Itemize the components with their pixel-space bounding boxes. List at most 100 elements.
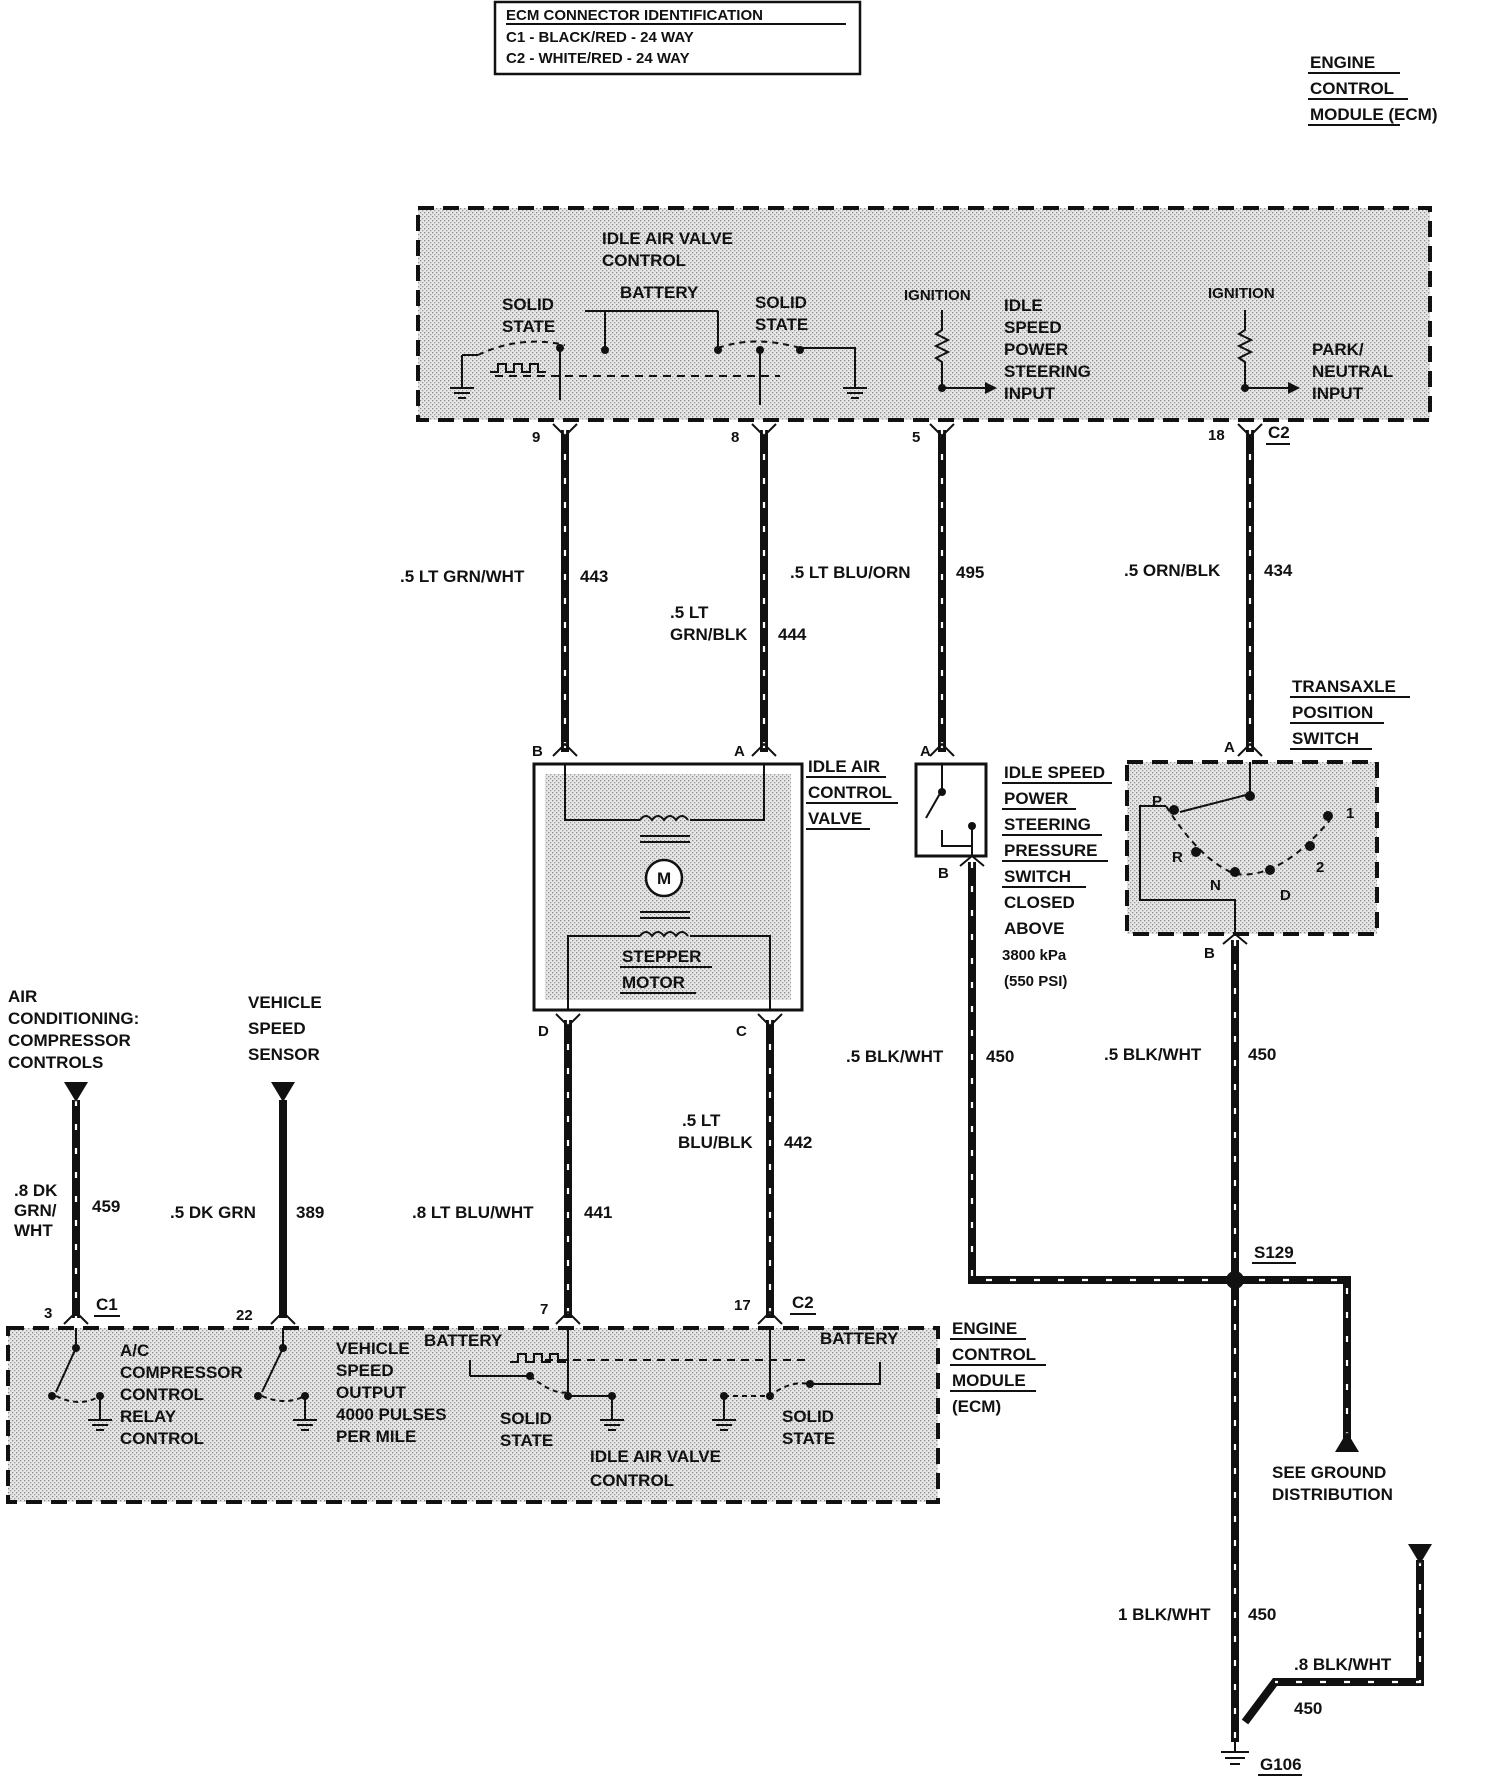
position-label: P	[1152, 793, 1162, 810]
pin-label: 5	[912, 429, 920, 446]
vss-out-label: VEHICLE	[336, 1339, 410, 1358]
pn-input-label-3: INPUT	[1312, 384, 1364, 403]
ecm-title-bottom: ENGINE CONTROL MODULE (ECM)	[950, 1319, 1046, 1416]
ecm-title-line: CONTROL	[952, 1345, 1036, 1364]
isps-input-label-4: STEERING	[1004, 362, 1091, 381]
connector-c2-label: C2	[1268, 423, 1290, 442]
ac-label: CONDITIONING:	[8, 1009, 139, 1028]
see-ground-label: DISTRIBUTION	[1272, 1485, 1393, 1504]
wire-circuit-label: 442	[784, 1133, 812, 1152]
transaxle-switch: TRANSAXLE POSITION SWITCH P R N D 2 1 A …	[1125, 677, 1410, 962]
ps-switch-title: STEERING	[1004, 815, 1091, 834]
ac-label: COMPRESSOR	[8, 1031, 131, 1050]
wire-circuit-label: 434	[1264, 561, 1293, 580]
left-inputs: AIR CONDITIONING: COMPRESSOR CONTROLS VE…	[8, 987, 324, 1240]
ground-icon	[1221, 1742, 1249, 1765]
ecm-title-top: ENGINE CONTROL MODULE (ECM)	[1308, 53, 1437, 126]
position-label: 2	[1316, 859, 1324, 876]
ac-relay-label: RELAY	[120, 1407, 177, 1426]
ignition-label-1: IGNITION	[904, 287, 971, 304]
wire-color-label: .5 LT	[670, 603, 709, 622]
pin-label: 17	[734, 1297, 751, 1314]
wire-color-label: 1 BLK/WHT	[1118, 1605, 1211, 1624]
pin-label: 18	[1208, 427, 1225, 444]
iac-title-3: VALVE	[808, 809, 862, 828]
vss-label: SENSOR	[248, 1045, 320, 1064]
wire-color-label: .5 LT	[682, 1111, 721, 1130]
wire-color-label: .5 BLK/WHT	[846, 1047, 944, 1066]
position-label: D	[1280, 887, 1291, 904]
ac-relay-label: CONTROL	[120, 1385, 204, 1404]
wire-color-label: .5 DK GRN	[170, 1203, 256, 1222]
ecm-title-line: (ECM)	[952, 1397, 1001, 1416]
iac-title: IDLE AIR	[808, 757, 880, 776]
iac-control-label: IDLE AIR VALVE	[602, 229, 733, 248]
pn-input-label: PARK/	[1312, 340, 1364, 359]
battery-label: BATTERY	[820, 1329, 899, 1348]
ac-relay-label: CONTROL	[120, 1429, 204, 1448]
ps-switch-note: (550 PSI)	[1004, 973, 1067, 990]
pin-label: 3	[44, 1305, 52, 1322]
ac-label: CONTROLS	[8, 1053, 103, 1072]
ps-switch-note: CLOSED	[1004, 893, 1075, 912]
vss-label: VEHICLE	[248, 993, 322, 1012]
pin-label: B	[532, 743, 543, 760]
wire-color-label: .5 BLK/WHT	[1104, 1045, 1202, 1064]
pin-label: 9	[532, 429, 540, 446]
ac-relay-label: COMPRESSOR	[120, 1363, 243, 1382]
vss-out-label: 4000 PULSES	[336, 1405, 447, 1424]
stepper-label: STEPPER	[622, 947, 701, 966]
ecm-title-line: MODULE	[952, 1371, 1026, 1390]
vss-label: SPEED	[248, 1019, 306, 1038]
ac-relay-label: A/C	[120, 1341, 149, 1360]
iac-control-label: CONTROL	[590, 1471, 674, 1490]
pin-label: A	[734, 743, 745, 760]
motor-icon	[644, 858, 684, 898]
iac-title-2: CONTROL	[808, 783, 892, 802]
pin-label: 22	[236, 1307, 253, 1324]
wire-color-label: .8 DK	[14, 1181, 58, 1200]
iac-control-label-2: CONTROL	[602, 251, 686, 270]
wire-circuit-label: 450	[1248, 1605, 1276, 1624]
solid-state-label: SOLID	[502, 295, 554, 314]
pn-input-label-2: NEUTRAL	[1312, 362, 1393, 381]
isps-input-label-3: POWER	[1004, 340, 1068, 359]
pin-label: B	[938, 865, 949, 882]
solid-state-label: SOLID	[500, 1409, 552, 1428]
wire-color-label: .8 LT BLU/WHT	[412, 1203, 534, 1222]
pin-label: D	[538, 1023, 549, 1040]
ecm-title-line1: ENGINE	[1310, 53, 1375, 72]
connector-id-title: ECM CONNECTOR IDENTIFICATION	[506, 7, 763, 24]
pin-label: 8	[731, 429, 739, 446]
solid-state-label-r2: STATE	[755, 315, 808, 334]
ecm-title-line2: CONTROL	[1310, 79, 1394, 98]
motor-label: M	[657, 869, 671, 888]
ac-label: AIR	[8, 987, 37, 1006]
connector-c1-label: C1	[96, 1295, 118, 1314]
connector-c2: C2 - WHITE/RED - 24 WAY	[506, 50, 690, 67]
transaxle-title: TRANSAXLE	[1292, 677, 1396, 696]
transaxle-title: POSITION	[1292, 703, 1373, 722]
solid-state-label-2: STATE	[502, 317, 555, 336]
ps-switch-title: SWITCH	[1004, 867, 1071, 886]
vss-out-label: PER MILE	[336, 1427, 416, 1446]
splice-label: S129	[1254, 1243, 1294, 1262]
isps-input-label: IDLE	[1004, 296, 1043, 315]
ps-switch-title: PRESSURE	[1004, 841, 1098, 860]
wire-color-label: .5 ORN/BLK	[1124, 561, 1221, 580]
wire-color-label: BLU/BLK	[678, 1133, 753, 1152]
ground-section: S129 SEE GROUND DISTRIBUTION 1 BLK/WHT 4…	[1118, 1243, 1393, 1776]
ps-switch-note: 3800 kPa	[1002, 947, 1067, 964]
wire-color-label: GRN/BLK	[670, 625, 748, 644]
wire-circuit-label: 444	[778, 625, 807, 644]
ground-icon	[843, 380, 867, 399]
pin-label: A	[1224, 739, 1235, 756]
isps-input-label-2: SPEED	[1004, 318, 1062, 337]
see-ground-label: SEE GROUND	[1272, 1463, 1386, 1482]
pin-label: A	[920, 743, 931, 760]
stepper-label-2: MOTOR	[622, 973, 685, 992]
wire-circuit-label: 450	[1248, 1045, 1276, 1064]
ecm-title-line: ENGINE	[952, 1319, 1017, 1338]
ecm-bottom-block: 3 C1 22 7 17 C2	[6, 1293, 940, 1504]
position-label: N	[1210, 877, 1221, 894]
